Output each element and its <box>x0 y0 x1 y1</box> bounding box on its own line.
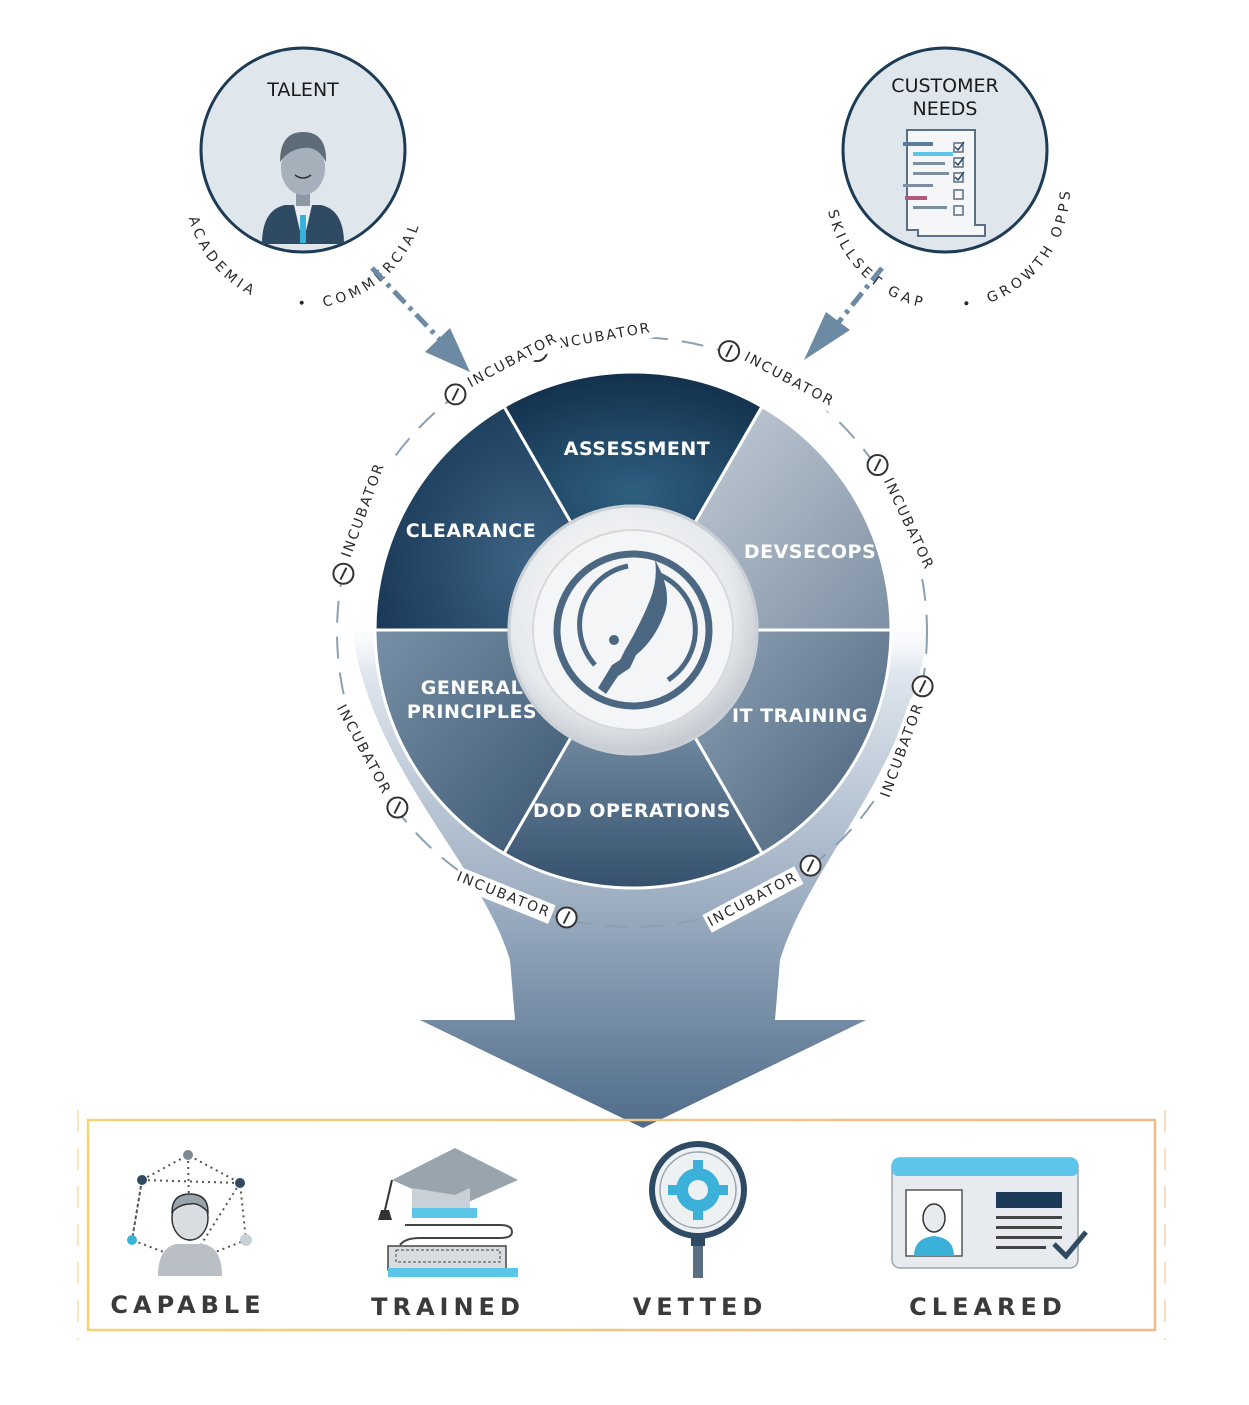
network-person-icon <box>127 1150 252 1276</box>
incubator-blade-icon <box>866 454 889 477</box>
outcome-label-vetted: VETTED <box>633 1293 768 1321</box>
incubator-label: INCUBATOR <box>552 320 653 353</box>
wheel-label-it-training: IT TRAINING <box>732 705 868 727</box>
svg-text:•: • <box>961 295 976 313</box>
wheel-label-clearance: CLEARANCE <box>406 520 536 542</box>
outcome-label-capable: CAPABLE <box>110 1291 265 1319</box>
incubator-label-bg <box>451 866 556 924</box>
incubator-label-bg <box>875 697 930 803</box>
talent-input-arrow <box>370 266 470 372</box>
customer-input-arrow <box>804 266 884 360</box>
gear-magnifier-icon <box>649 1141 747 1278</box>
wheel-label-assessment: ASSESSMENT <box>564 438 710 460</box>
incubator-label-bg <box>330 699 397 801</box>
incubator-label: INCUBATOR <box>339 460 388 559</box>
blade-logo-icon <box>553 550 713 710</box>
customer-title-line2: NEEDS <box>913 98 978 120</box>
svg-text:•: • <box>297 296 309 312</box>
businessman-icon <box>262 132 344 244</box>
customer-title-line1: CUSTOMER <box>891 75 998 97</box>
incubator-blade-icon <box>911 675 934 698</box>
graduation-keyboard-icon <box>378 1148 518 1277</box>
incubator-blade-icon <box>718 340 741 363</box>
wheel-label-devsecops: DEVSECOPS <box>744 541 876 563</box>
outcome-label-trained: TRAINED <box>371 1293 525 1321</box>
wheel-label-dod-operations: DOD OPERATIONS <box>533 800 731 822</box>
incubator-blade-icon <box>799 854 822 877</box>
outcomes-frame <box>77 1109 1166 1341</box>
customer-node: CUSTOMER NEEDS SKILLSET GAP • GROWTH OPP… <box>824 46 1070 313</box>
customer-subtitle-sep: • <box>961 295 972 313</box>
talent-node: TALENT ACADEMIA • COMMERCIAL <box>185 46 420 312</box>
incubator-blade-icon <box>444 383 467 406</box>
incubator-blade-icon <box>555 906 578 929</box>
outcome-label-cleared: CLEARED <box>909 1293 1067 1321</box>
incubator-label: INCUBATOR <box>465 330 561 391</box>
checklist-icon <box>903 129 986 237</box>
incubator-label-bg <box>877 472 940 576</box>
incubator-label-bg <box>462 327 564 394</box>
incubator-label-bg <box>702 866 804 933</box>
capability-wheel: ASSESSMENT DEVSECOPS IT TRAINING DOD OPERAT… <box>373 370 893 890</box>
talent-subtitle-sep: • <box>297 296 305 312</box>
incubator-blade-icon <box>332 562 355 585</box>
id-card-check-icon <box>891 1157 1088 1269</box>
incubator-label-bg <box>336 457 391 563</box>
wheel-label-general-principles: GENERAL <box>421 677 523 699</box>
incubator-label: INCUBATOR <box>880 476 937 573</box>
wheel-label-general-principles-line2: PRINCIPLES <box>407 701 537 723</box>
incubator-blade-icon <box>386 796 409 819</box>
incubator-label-bg <box>738 346 840 414</box>
talent-title: TALENT <box>266 79 339 101</box>
incubator-label-bg <box>549 317 656 356</box>
incubator-label: INCUBATOR <box>741 349 837 410</box>
